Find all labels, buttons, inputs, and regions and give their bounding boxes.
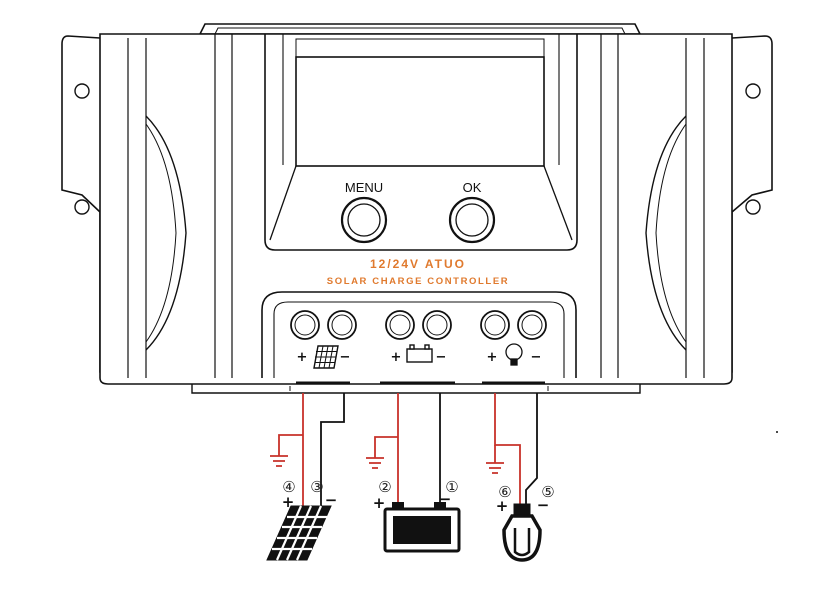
battery-plus-sign: +	[391, 350, 402, 365]
marker-3: ③	[310, 478, 323, 496]
battery-plus-label: +	[373, 494, 386, 512]
ok-button-label: OK	[463, 180, 482, 195]
brand-title: 12/24V ATUO	[370, 257, 466, 271]
terminal-load-plus[interactable]	[480, 310, 510, 340]
stray-dot	[776, 431, 778, 433]
pv-minus-label: −	[325, 491, 338, 509]
load-plus-sign: +	[487, 350, 498, 365]
face-panel	[264, 34, 578, 251]
menu-button-label: MENU	[345, 180, 383, 195]
left-mounting-ear	[61, 35, 129, 383]
ok-button[interactable]	[448, 196, 496, 244]
top-lid-inner	[214, 27, 626, 35]
top-lid	[198, 23, 642, 35]
load-positive-wire	[486, 393, 521, 505]
pv-minus-sign: −	[340, 350, 351, 365]
battery-positive-wire	[366, 393, 399, 502]
pv-positive-wire	[270, 393, 304, 508]
terminal-battery-plus[interactable]	[385, 310, 415, 340]
terminal-pv-minus[interactable]	[327, 310, 357, 340]
pv-plus-sign: +	[297, 350, 308, 365]
terminal-pv-plus[interactable]	[290, 310, 320, 340]
bottom-rail	[191, 381, 641, 394]
marker-2: ②	[378, 478, 391, 496]
bulb-small-icon	[505, 343, 523, 366]
right-mounting-ear	[702, 35, 773, 383]
left-side-panel	[127, 34, 233, 378]
battery-icon	[383, 502, 461, 553]
marker-5: ⑤	[541, 483, 554, 501]
marker-6: ⑥	[498, 483, 511, 501]
brand-subtitle: SOLAR CHARGE CONTROLLER	[327, 276, 509, 287]
lamp-icon	[502, 503, 542, 562]
marker-1: ①	[445, 478, 458, 496]
marker-4: ④	[282, 478, 295, 496]
menu-button[interactable]	[340, 196, 388, 244]
battery-small-icon	[406, 344, 433, 363]
solar-panel-icon	[266, 505, 332, 561]
load-negative-wire	[525, 393, 538, 505]
lcd-screen	[295, 56, 545, 167]
load-minus-sign: −	[531, 350, 542, 365]
load-plus-label: +	[496, 497, 509, 515]
controller-body	[99, 33, 733, 385]
terminal-battery-minus[interactable]	[422, 310, 452, 340]
solar-panel-small-icon	[313, 345, 339, 369]
battery-minus-sign: −	[436, 350, 447, 365]
pv-negative-wire	[320, 393, 345, 508]
terminal-load-minus[interactable]	[517, 310, 547, 340]
right-side-panel	[600, 34, 705, 378]
load-minus-label: −	[537, 496, 550, 514]
